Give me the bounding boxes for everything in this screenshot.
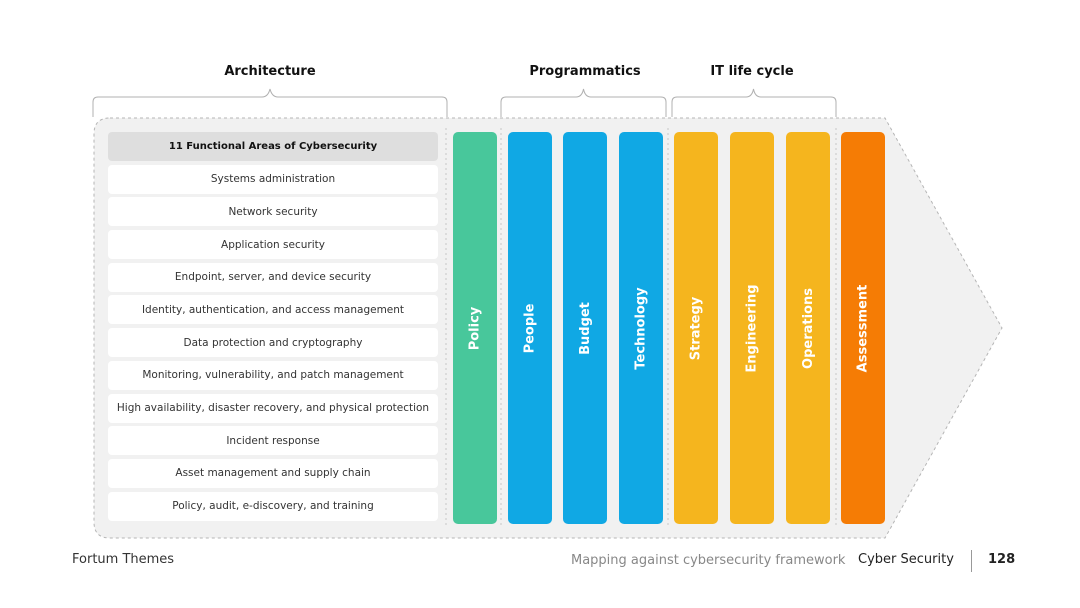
area-row: High availability, disaster recovery, an… [108,393,438,423]
functional-areas-list: 11 Functional Areas of Cybersecurity Sys… [108,132,438,524]
pillar-label: Engineering [744,283,760,373]
page-number: 128 [988,552,1016,567]
area-row: Asset management and supply chain [108,458,438,488]
pillar-label: People [522,303,538,353]
area-row: Policy, audit, e-discovery, and training [108,491,438,521]
pillar-label: Policy [467,306,483,350]
pillar-label: Strategy [688,296,704,360]
group-label-programmatics: Programmatics [529,64,641,79]
footer-divider [971,550,972,572]
brace-lifecycle [671,88,837,117]
area-row: Monitoring, vulnerability, and patch man… [108,360,438,390]
area-row: Network security [108,197,438,227]
area-row: Identity, authentication, and access man… [108,295,438,325]
pillar-label: Budget [577,301,593,355]
pillar-label: Technology [633,286,649,370]
pillar-policy: Policy [453,132,497,524]
functional-areas-header: 11 Functional Areas of Cybersecurity [108,132,438,161]
pillar-technology: Technology [619,132,663,524]
group-label-architecture: Architecture [224,64,316,79]
pillar-label: Assessment [855,284,871,372]
area-row: Endpoint, server, and device security [108,262,438,292]
pillar-label: Operations [800,287,816,369]
pillar-assessment: Assessment [841,132,885,524]
pillar-operations: Operations [786,132,830,524]
area-row: Incident response [108,426,438,456]
pillar-engineering: Engineering [730,132,774,524]
footer-brand: Fortum Themes [72,552,175,567]
brace-programmatics [500,88,667,117]
area-row: Data protection and cryptography [108,328,438,358]
area-row: Application security [108,230,438,260]
group-label-lifecycle: IT life cycle [710,64,794,79]
brace-architecture [92,88,448,117]
pillar-people: People [508,132,552,524]
pillar-strategy: Strategy [674,132,718,524]
footer-section: Cyber Security [858,552,954,567]
footer-subtitle: Mapping against cybersecurity framework [571,553,846,568]
pillar-budget: Budget [563,132,607,524]
area-row: Systems administration [108,164,438,194]
